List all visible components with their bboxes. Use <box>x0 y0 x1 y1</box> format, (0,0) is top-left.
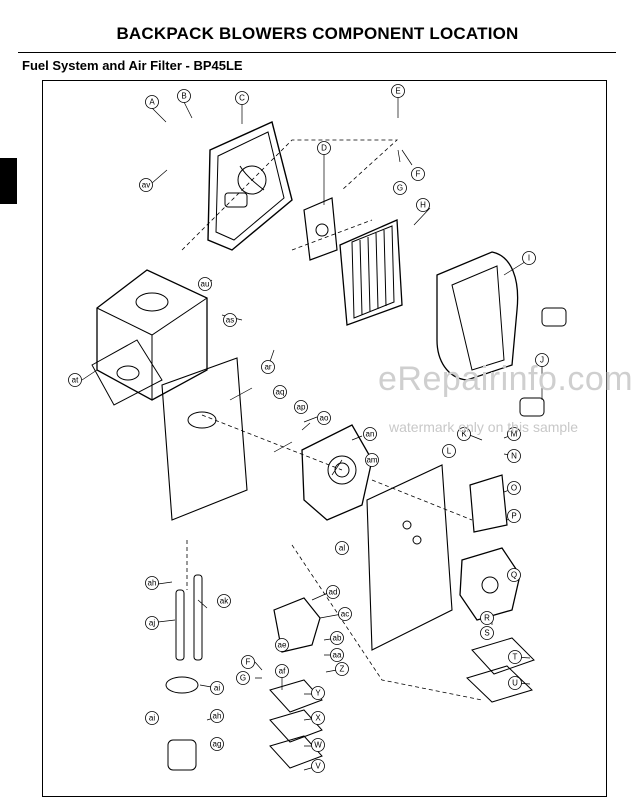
callout-aj: aj <box>149 619 155 628</box>
callout-X: X <box>315 714 321 723</box>
callout-I: I <box>528 254 530 263</box>
callout-an: an <box>366 430 375 439</box>
gasket-ar-part <box>161 357 248 521</box>
gasket-al-part <box>366 464 453 651</box>
filter-element-part <box>339 219 403 326</box>
callout-ag: ag <box>213 740 222 749</box>
callout-ao: ao <box>320 414 329 423</box>
knob-part <box>519 307 567 417</box>
diaphragm-plates-part <box>466 637 535 703</box>
callout-Z: Z <box>340 665 345 674</box>
pump-body-part <box>459 474 521 621</box>
callout-V: V <box>315 762 321 771</box>
insulator-block-part <box>96 269 208 401</box>
callout-S: S <box>484 629 489 638</box>
air-cleaner-cover-part <box>436 251 519 381</box>
callout-A: A <box>149 98 155 107</box>
air-filter-base-part <box>207 121 293 251</box>
watermark-site: eRepairinfo.com <box>378 360 634 398</box>
exploded-parts-diagram: A B C D E F G H I J K L M N O P Q R S T … <box>68 84 567 773</box>
callout-G-lower: G <box>240 674 246 683</box>
callout-J: J <box>540 356 544 365</box>
section-tab-marker <box>0 158 17 204</box>
callout-P: P <box>511 512 516 521</box>
page-title: BACKPACK BLOWERS COMPONENT LOCATION <box>116 24 519 43</box>
callout-ah: ah <box>148 579 157 588</box>
callout-aq: aq <box>276 388 285 397</box>
callout-as: as <box>226 316 234 325</box>
title-rule <box>18 52 616 53</box>
callout-R: R <box>484 614 490 623</box>
callout-G: G <box>397 184 403 193</box>
callout-Y: Y <box>315 689 321 698</box>
callout-am: am <box>366 456 377 465</box>
callout-U: U <box>512 679 518 688</box>
callout-T: T <box>513 653 518 662</box>
callout-N: N <box>511 452 517 461</box>
callout-ap: ap <box>297 403 306 412</box>
callout-al: al <box>339 544 345 553</box>
callout-O: O <box>511 484 517 493</box>
callout-K: K <box>461 430 467 439</box>
callout-B: B <box>181 92 186 101</box>
callout-av: av <box>142 181 150 190</box>
assembly-lines <box>181 139 483 701</box>
callout-af: af <box>279 667 286 676</box>
callout-ah-lower: ah <box>213 712 222 721</box>
gasket-part <box>303 197 338 261</box>
gasket-at-part <box>91 339 163 406</box>
callout-F-lower: F <box>246 658 251 667</box>
callout-labels: A B C D E F G H I J K L M N O P Q R S T … <box>72 87 544 771</box>
carburetor-mount-part <box>301 424 373 521</box>
callout-ar: ar <box>264 363 271 372</box>
callout-E: E <box>395 87 400 96</box>
callout-ae: ae <box>278 641 287 650</box>
callout-H: H <box>420 201 426 210</box>
watermark-note: watermark only on this sample <box>389 419 579 435</box>
callout-circles <box>68 84 549 773</box>
callout-ai-lower: ai <box>149 714 155 723</box>
callout-W: W <box>314 741 322 750</box>
callout-Q: Q <box>511 571 517 580</box>
callout-ab: ab <box>333 634 342 643</box>
diagram-frame <box>42 80 607 797</box>
callout-M: M <box>511 430 518 439</box>
callout-ad: ad <box>329 588 338 597</box>
callout-at: at <box>72 376 79 385</box>
fuel-line-part <box>165 574 203 771</box>
callout-D: D <box>321 144 327 153</box>
section-subtitle: Fuel System and Air Filter - BP45LE <box>22 58 243 73</box>
callout-aa: aa <box>333 651 342 660</box>
callout-ac: ac <box>341 610 349 619</box>
callout-C: C <box>239 94 245 103</box>
callout-ak: ak <box>220 597 229 606</box>
callout-L: L <box>447 447 452 456</box>
callout-ai: ai <box>214 684 220 693</box>
callout-au: au <box>201 280 210 289</box>
callout-F: F <box>416 170 421 179</box>
